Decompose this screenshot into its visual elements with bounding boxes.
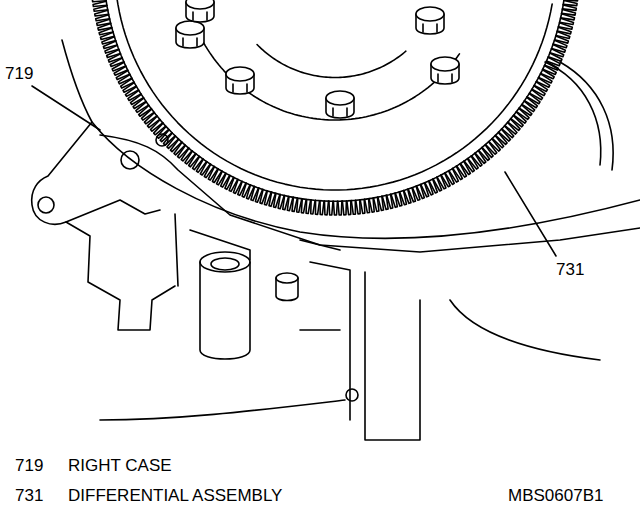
- gear-rim: [117, 0, 553, 190]
- boss: [200, 262, 250, 359]
- gear-tooth: [324, 201, 328, 215]
- part-name: DIFFERENTIAL ASSEMBLY: [68, 486, 282, 506]
- gear-tooth: [306, 199, 311, 213]
- gear-tooth: [247, 185, 255, 199]
- bolt-head: [326, 91, 354, 105]
- case-outline: [300, 262, 420, 440]
- bolt-head: [183, 38, 197, 46]
- callout-number: 731: [556, 260, 584, 280]
- case-outline: [100, 400, 345, 420]
- bolt-head: [226, 67, 254, 81]
- gear-tooth: [338, 201, 342, 215]
- bolt-head: [176, 21, 204, 35]
- gear-tooth: [238, 181, 246, 195]
- case-outline: [32, 122, 160, 224]
- gear-tooth: [329, 201, 333, 215]
- case-outline: [62, 40, 640, 238]
- gear-hub: [203, 43, 459, 120]
- gear-tooth: [347, 201, 351, 215]
- gear-tooth: [242, 183, 250, 197]
- case-outline: [100, 135, 640, 252]
- bolt-head: [431, 57, 459, 84]
- bolt-head: [326, 91, 354, 118]
- bolt-hole: [38, 197, 54, 213]
- gear-tooth: [311, 200, 315, 214]
- gear-tooth: [553, 40, 567, 47]
- small-bolt: [276, 273, 298, 283]
- gear-tooth: [255, 188, 262, 202]
- ring-gear: [92, 0, 578, 215]
- gear-tooth: [356, 200, 360, 214]
- bolt-head: [431, 57, 459, 71]
- gear-tooth: [360, 199, 365, 213]
- bolt-head: [416, 7, 444, 21]
- gear-tooth: [351, 200, 355, 214]
- bolt-head: [333, 108, 347, 116]
- bolt-head: [193, 12, 207, 20]
- bolt-head: [186, 0, 214, 22]
- leader-line: [32, 86, 100, 130]
- bolt-head: [176, 21, 204, 48]
- legend-number: 719: [15, 456, 43, 476]
- gear-tooth: [550, 49, 564, 57]
- gear-tooth: [315, 200, 319, 214]
- bolt-head: [186, 0, 214, 9]
- bolt-head: [226, 67, 254, 94]
- gear-tooth: [547, 57, 561, 65]
- case-outline: [450, 300, 600, 360]
- gear-root: [105, 0, 565, 201]
- figure-code: MBS0607B1: [508, 486, 603, 506]
- bolt-head: [423, 24, 437, 32]
- case-outline: [66, 222, 175, 330]
- bolt-hole: [121, 151, 139, 169]
- part-name: RIGHT CASE: [68, 456, 172, 476]
- bolt-head: [233, 84, 247, 92]
- bearing-bore: [545, 62, 613, 170]
- boss: [211, 258, 239, 270]
- bolt-head: [416, 7, 444, 34]
- leader-line: [505, 172, 556, 256]
- boss: [200, 252, 250, 272]
- bolt-head: [438, 74, 452, 82]
- bolt-hole: [346, 389, 358, 401]
- gear-tooth: [548, 53, 562, 61]
- callout-number: 719: [5, 64, 33, 84]
- gear-tooth: [342, 201, 346, 215]
- gear-tooth: [333, 201, 337, 215]
- gear-hub: [257, 45, 406, 78]
- gear-tooth: [92, 0, 106, 2]
- gear-tooth: [552, 45, 566, 53]
- legend-number: 731: [15, 486, 43, 506]
- gear-tooth: [251, 187, 258, 201]
- gear-tooth: [320, 201, 324, 215]
